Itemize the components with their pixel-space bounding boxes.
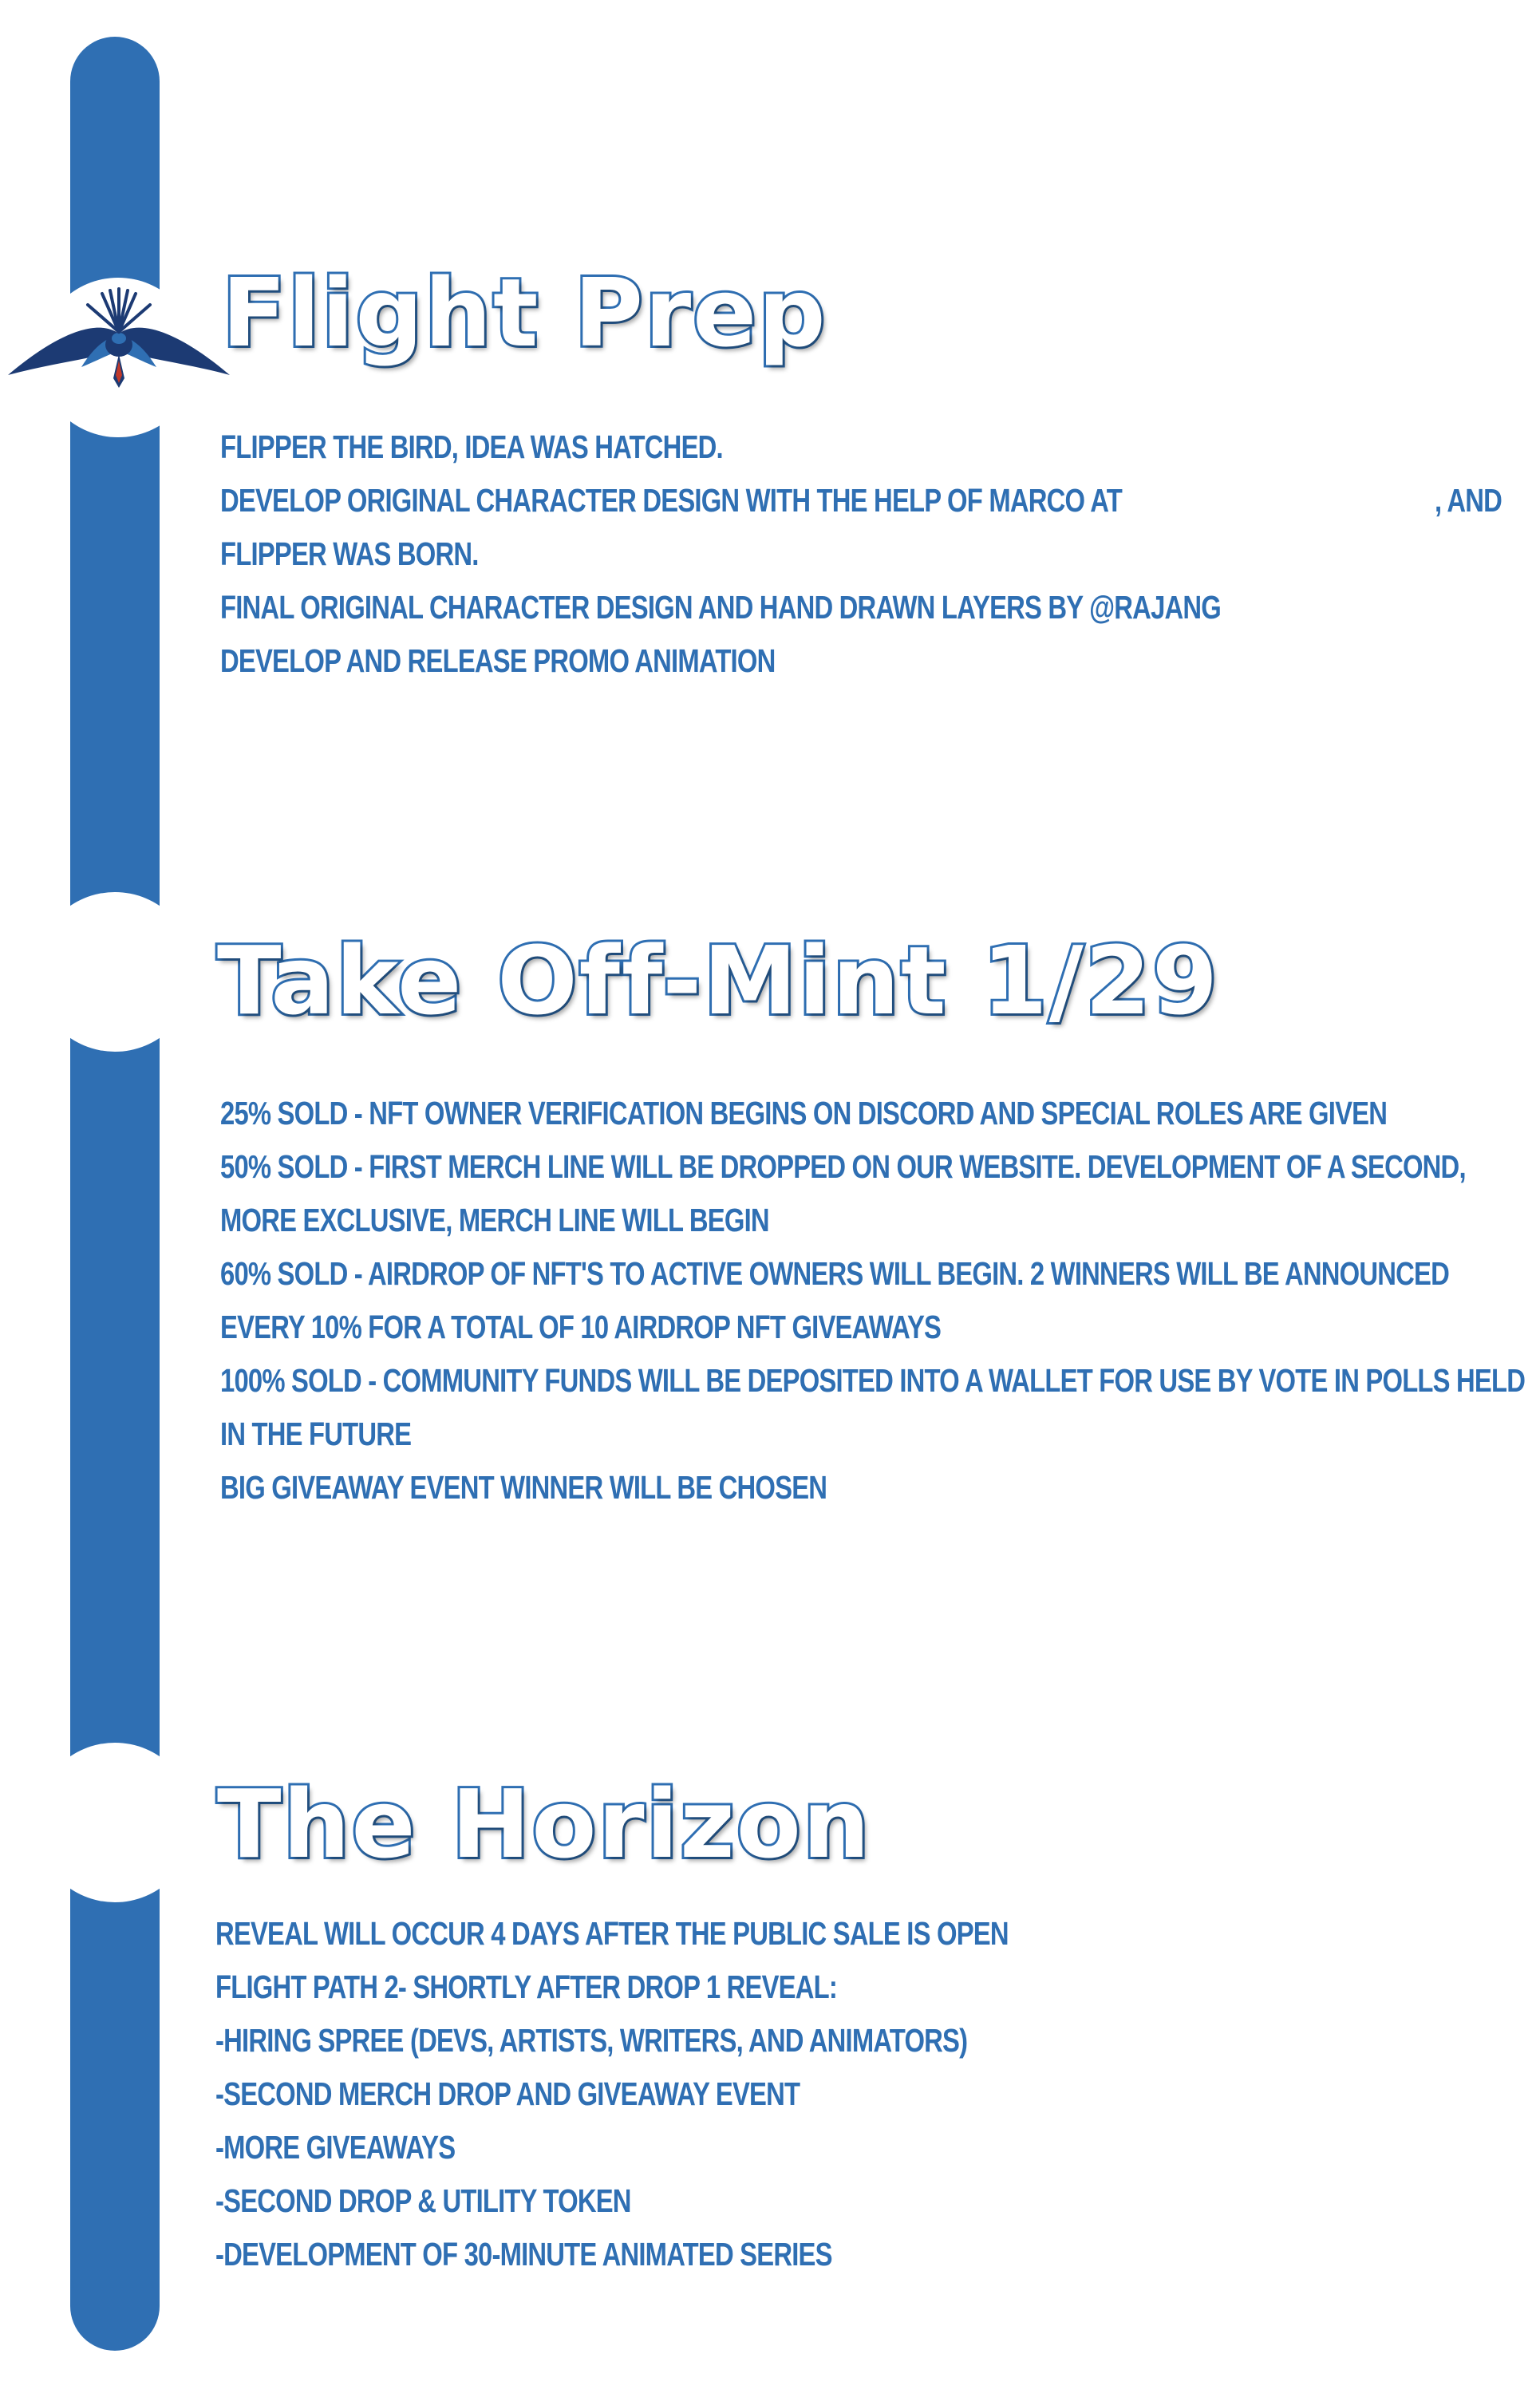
list-item: Final original character design and hand… xyxy=(220,589,1222,626)
section-title-horizon: The Horizon xyxy=(215,1769,872,1879)
list-item: 50% sold - First merch line will be drop… xyxy=(220,1148,1467,1185)
list-item: Develop original character design with t… xyxy=(220,474,1540,527)
list-item: Big Giveaway Event winner will be chosen xyxy=(220,1469,827,1506)
list-item: Develop and release promo animation xyxy=(220,642,776,679)
list-item: Flipper the bird, idea was hatched. xyxy=(220,428,724,465)
list-item: every 10% for a total of 10 airdrop NFT … xyxy=(220,1309,942,1345)
section-title-take-off: Take Off-Mint 1/29 xyxy=(215,926,1220,1036)
list-item: -Development of 30-minute animated serie… xyxy=(215,2236,832,2273)
section-title-flight-prep: Flight Prep xyxy=(219,258,828,368)
timeline-node-horizon xyxy=(35,1743,195,1902)
list-item-text: Develop original character design with t… xyxy=(220,482,1123,519)
timeline-node-take-off xyxy=(35,892,195,1052)
list-item: Reveal will occur 4 days after the publi… xyxy=(215,1915,1009,1952)
list-item: in the future xyxy=(220,1416,412,1452)
list-item: 100% sold - Community funds will be depo… xyxy=(220,1362,1526,1399)
list-item-suffix: , and xyxy=(1435,482,1502,519)
list-item: 60% sold - Airdrop of NFT's to active ow… xyxy=(220,1255,1450,1292)
list-item: -Hiring spree (devs, artists, writers, a… xyxy=(215,2022,968,2059)
section-body-take-off: 25% sold - NFT owner verification begins… xyxy=(220,1087,1540,1514)
list-item: 25% sold - NFT owner verification begins… xyxy=(220,1095,1388,1131)
list-item: Flight Path 2- Shortly after drop 1 reve… xyxy=(215,1969,838,2005)
section-body-horizon: Reveal will occur 4 days after the publi… xyxy=(215,1907,1540,2281)
list-item: Flipper was born. xyxy=(220,535,479,572)
list-item: -Second merch drop and giveaway event xyxy=(215,2075,800,2112)
section-body-flight-prep: Flipper the bird, idea was hatched. Deve… xyxy=(220,421,1540,688)
list-item: -Second drop & utility token xyxy=(215,2182,631,2219)
list-item: -More giveaways xyxy=(215,2129,456,2166)
list-item: more exclusive, merch line will begin xyxy=(220,1202,770,1238)
bird-logo-icon xyxy=(8,287,230,388)
